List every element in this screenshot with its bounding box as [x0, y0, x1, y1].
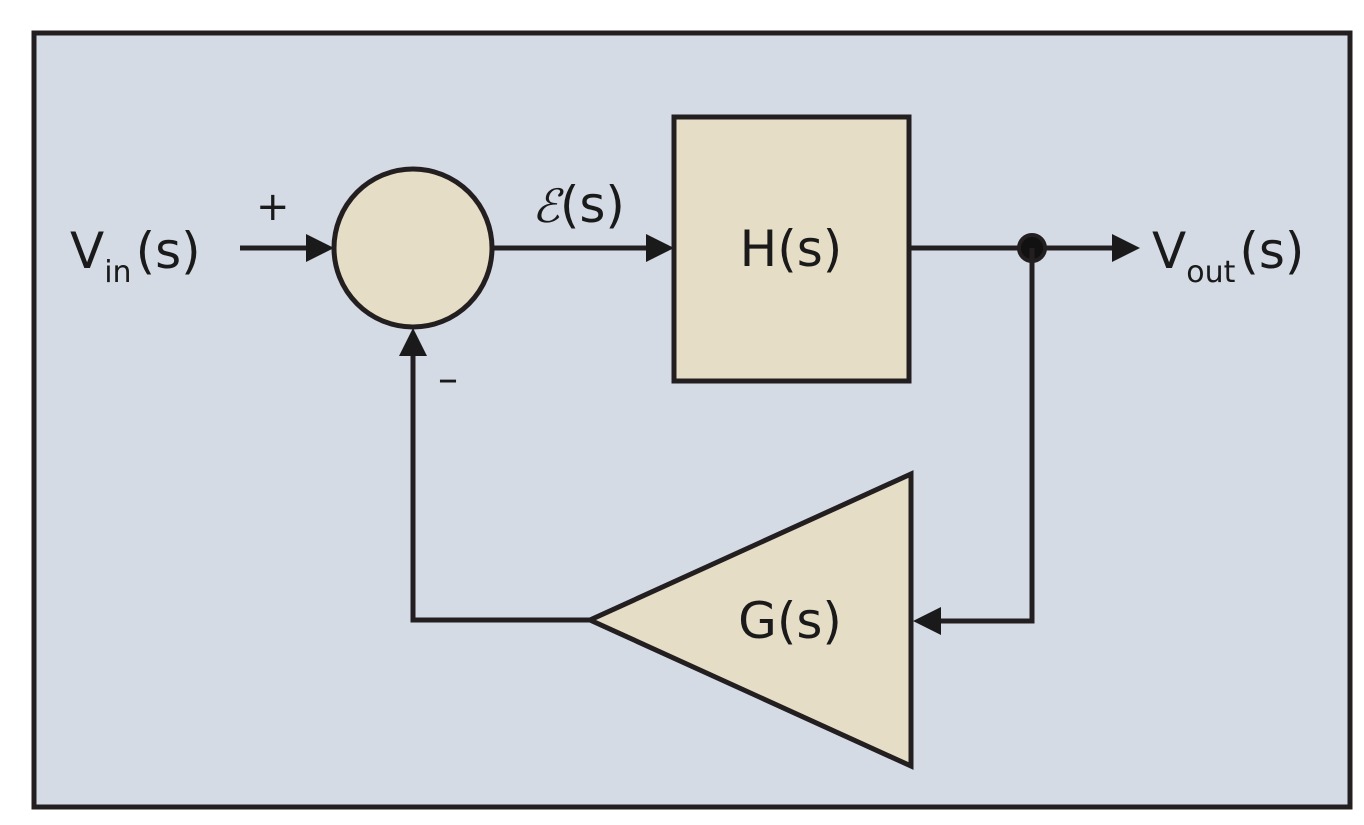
error-label-symbol: ℰ — [532, 179, 564, 233]
output-label-main: V — [1152, 222, 1186, 280]
output-label: Vout(s) — [1152, 222, 1304, 290]
feedback-block-g — [583, 470, 914, 770]
forward-block-h — [671, 114, 912, 384]
error-label-arg: (s) — [560, 176, 625, 234]
input-label: Vin(s) — [70, 222, 201, 290]
output-label-subscript: out — [1186, 255, 1235, 290]
input-label-subscript: in — [104, 255, 131, 290]
input-label-arg: (s) — [136, 222, 201, 280]
plus-sign: + — [256, 184, 290, 230]
input-arrow-icon — [306, 234, 334, 262]
error-arrow-icon — [646, 234, 674, 262]
output-label-arg: (s) — [1239, 222, 1304, 280]
feedback-block-label: G(s) — [738, 592, 842, 650]
input-label-main: V — [70, 222, 104, 280]
forward-block-label: H(s) — [740, 220, 843, 278]
error-label: ℰ(s) — [532, 176, 625, 234]
output-arrow-icon — [1112, 234, 1140, 262]
feedback-wire-left — [410, 352, 590, 623]
minus-sign: – — [438, 356, 458, 402]
summing-junction — [331, 166, 495, 330]
feedback-return-arrow-icon — [399, 328, 427, 356]
feedback-input-arrow-icon — [913, 607, 941, 635]
feedback-wire-right — [938, 248, 1035, 624]
